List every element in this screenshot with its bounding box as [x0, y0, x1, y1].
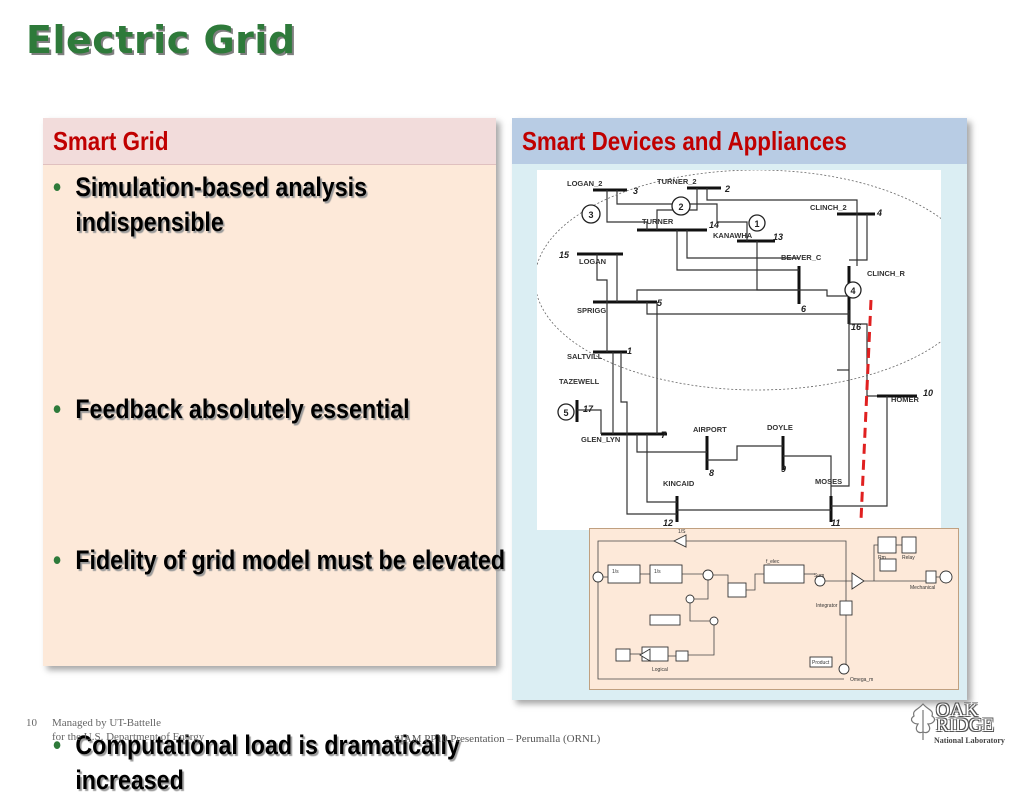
block-tf1-label: 1/s	[612, 569, 619, 575]
bus-name-tazewell: TAZEWELL	[559, 377, 600, 386]
bus-name-airport: AIRPORT	[693, 425, 727, 434]
bus-name-logan-2: LOGAN_2	[567, 179, 602, 188]
generator-1-label: 1	[754, 219, 759, 229]
grid-one-line-diagram: 3 2 1 4 5 LOGAN_2 TURNER_2 TURNER KANAWH…	[534, 169, 980, 530]
bus-number-13: 13	[773, 232, 783, 242]
generator-2-label: 2	[678, 202, 683, 212]
generator-5-label: 5	[563, 408, 568, 418]
block-tf2-label: 1/s	[654, 569, 661, 575]
bus-number-2: 2	[724, 184, 730, 194]
bus-name-clinch-2: CLINCH_2	[810, 203, 847, 212]
bus-number-11: 11	[831, 518, 840, 528]
block-sum-label: Sum	[814, 573, 824, 579]
block-gain-label: Rm	[878, 555, 886, 561]
logo-oak: OAK	[936, 700, 979, 721]
bus-number-16: 16	[851, 322, 862, 332]
bus-name-homer: HOMER	[891, 395, 920, 404]
bus-name-beaver: BEAVER_C	[781, 253, 822, 262]
bus-name-turner: TURNER	[642, 217, 674, 226]
bullet-feedback: Feedback absolutely essential	[53, 392, 514, 427]
bus-name-saltvill: SALTVILL	[567, 352, 603, 361]
device-control-block-diagram: 1/s 1/s 1/S Rm Relay Integrator Sum Prod…	[589, 528, 959, 690]
managed-by-line-1: Managed by UT-Battelle	[52, 717, 161, 729]
bus-number-5: 5	[657, 298, 663, 308]
bus-number-9: 9	[781, 464, 786, 474]
bus-name-glen-lyn: GLEN_LYN	[581, 435, 620, 444]
managed-by-line-2: for the U.S. Department of Energy	[52, 731, 205, 743]
smart-grid-panel: Smart Grid Simulation-based analysis ind…	[43, 118, 505, 795]
bullet-fidelity: Fidelity of grid model must be elevated	[53, 543, 514, 578]
bus-number-17: 17	[583, 404, 594, 414]
ornl-logo: OAK RIDGE National Laboratory	[908, 700, 1008, 748]
smart-grid-bullet-list: Simulation-based analysis indispensible …	[53, 170, 505, 795]
bus-number-7: 7	[661, 430, 667, 440]
bus-number-8: 8	[709, 468, 714, 478]
bus-name-turner-2: TURNER_2	[657, 177, 697, 186]
slide-title: Electric Grid	[26, 18, 296, 62]
bus-name-clinch-r: CLINCH_R	[867, 269, 906, 278]
generator-3-label: 3	[588, 210, 593, 220]
logo-ridge: RIDGE	[936, 715, 995, 736]
bus-name-kanawha: KANAWHA	[713, 231, 753, 240]
block-integrator-label: Integrator	[816, 603, 838, 609]
smart-grid-header: Smart Grid	[43, 118, 496, 165]
bus-name-moses: MOSES	[815, 477, 842, 486]
bus-number-10: 10	[923, 388, 933, 398]
bus-number-3: 3	[633, 186, 638, 196]
generator-4-label: 4	[850, 286, 855, 296]
bus-number-12: 12	[663, 518, 673, 528]
oak-leaf-icon	[910, 703, 936, 740]
bus-name-doyle: DOYLE	[767, 423, 793, 432]
logo-national-laboratory: National Laboratory	[934, 736, 1005, 745]
block-out1-label: Mechanical	[910, 585, 935, 591]
slide-number: 10	[26, 717, 37, 729]
block-relay-label: Relay	[902, 555, 915, 561]
bus-number-1: 1	[627, 346, 632, 356]
block-product-label: Product	[812, 660, 830, 666]
bus-name-sprigg: SPRIGG	[577, 306, 606, 315]
block-f-label: f_elec	[766, 559, 780, 565]
bus-name-logan: LOGAN	[579, 257, 606, 266]
bus-number-15: 15	[559, 250, 570, 260]
smart-grid-heading: Smart Grid	[53, 126, 169, 156]
block-out2-label: Omega_m	[850, 677, 873, 683]
bus-number-6: 6	[801, 304, 807, 314]
bus-name-kincaid: KINCAID	[663, 479, 695, 488]
smart-devices-heading: Smart Devices and Appliances	[522, 126, 847, 156]
block-kp-label: 1/S	[678, 529, 686, 535]
smart-devices-header: Smart Devices and Appliances	[512, 118, 967, 164]
block-logical-label: Logical	[652, 667, 668, 673]
bus-number-4: 4	[876, 208, 882, 218]
bus-number-14: 14	[709, 220, 719, 230]
presentation-credit: SIAM PP10 Presentation – Perumalla (ORNL…	[394, 733, 601, 745]
bullet-simulation: Simulation-based analysis indispensible	[53, 170, 514, 240]
